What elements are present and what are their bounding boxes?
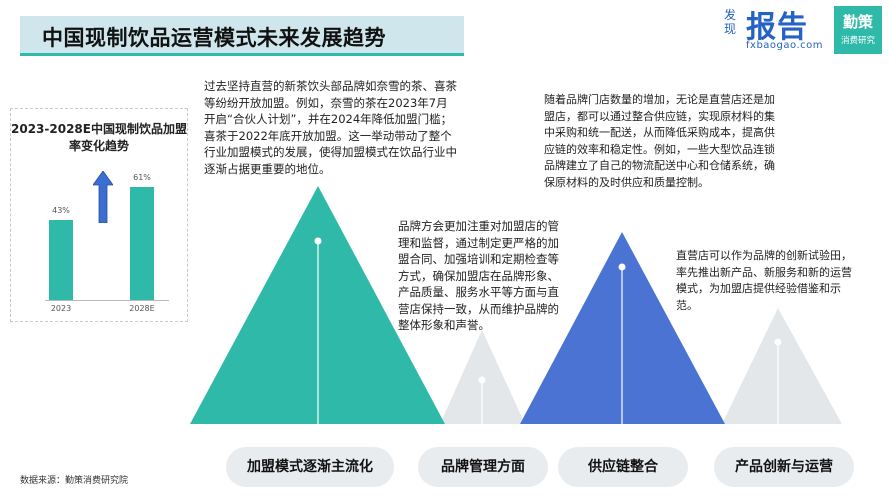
chart-bar-2023: [49, 220, 73, 300]
brand-logo: 发现 报告 fxbaogao.com 勤策 消费研究: [722, 6, 882, 54]
brand-baogao-text: 报告: [746, 10, 808, 45]
trend-pill-innovation: 产品创新与运营: [714, 447, 854, 487]
franchise-rate-chart: 2023-2028E中国现制饮品加盟率变化趋势 43% 61% 2023 202…: [10, 108, 188, 322]
trend-pill-supply-chain: 供应链整合: [558, 447, 688, 487]
supply-chain-description: 随着品牌门店数量的增加，无论是直营店还是加盟店，都可以通过整合供应链，实现原材料…: [544, 93, 775, 189]
trend-pill-franchise: 加盟模式逐渐主流化: [226, 447, 394, 487]
franchise-pointer-dot: [314, 237, 322, 245]
chart-x-axis: [45, 300, 169, 301]
qince-logo-box: 勤策 消费研究: [834, 6, 882, 54]
data-source: 数据来源：勤策消费研究院: [20, 476, 129, 486]
up-arrow-icon: [93, 171, 113, 223]
supply-pointer-dot: [618, 263, 626, 271]
qince-logo-sub: 消费研究: [840, 36, 875, 46]
qince-logo-main: 勤策: [842, 13, 873, 31]
chart-category-label-2023: 2023: [50, 304, 72, 313]
brand-mgmt-pointer-dot: [478, 376, 486, 384]
page-title: 中国现制饮品运营模式未来发展趋势: [42, 26, 386, 50]
title-bar: 中国现制饮品运营模式未来发展趋势: [20, 16, 464, 56]
chart-title: 2023-2028E中国现制饮品加盟率变化趋势: [11, 122, 187, 153]
chart-value-label-2023: 43%: [52, 206, 70, 216]
chart-bar-2028e: [130, 186, 154, 300]
franchise-description: 过去坚持直营的新茶饮头部品牌如奈雪的茶、喜茶等纷纷开放加盟。例如，奈雪的茶在20…: [204, 79, 457, 176]
brand-url: fxbaogao.com: [746, 40, 823, 51]
innovation-triangle: [722, 308, 842, 424]
brand-management-description: 品牌方会更加注重对加盟店的管理和监督，通过制定更严格的加盟合同、加强培训和定期检…: [398, 219, 559, 332]
chart-category-label-2028e: 2028E: [129, 304, 155, 313]
innovation-description: 直营店可以作为品牌的创新试验田，率先推出新产品、新服务和新的运营模式，为加盟店提…: [676, 249, 852, 312]
brand-faxian-text: 发现: [724, 8, 737, 36]
innovation-pointer-dot: [774, 338, 782, 346]
trend-pill-brand-management: 品牌管理方面: [418, 447, 548, 487]
chart-value-label-2028e: 61%: [133, 172, 151, 182]
